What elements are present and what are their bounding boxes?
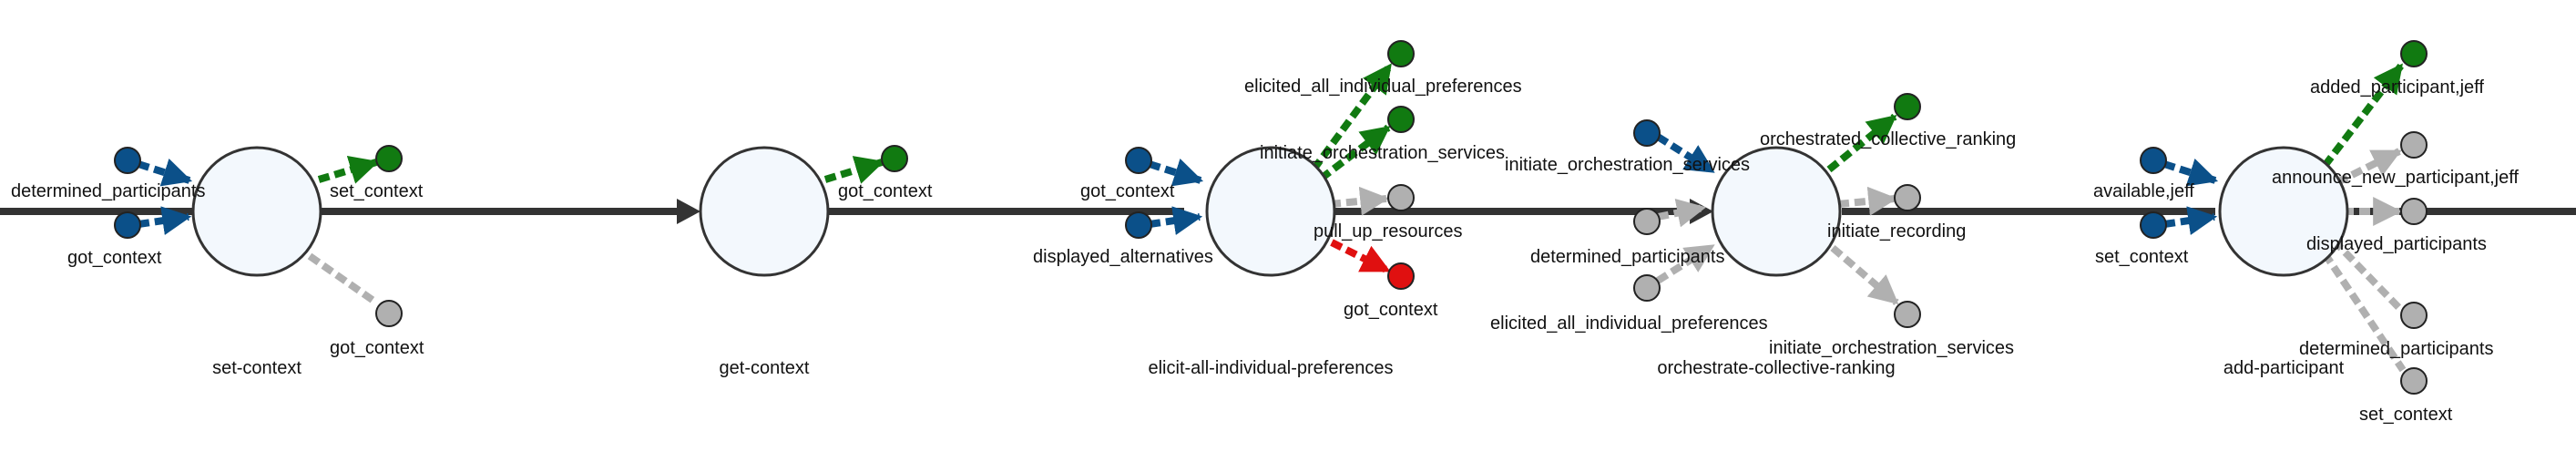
output-label: set_context xyxy=(2359,405,2453,425)
output-label: got_context xyxy=(330,338,424,358)
output-node-gray xyxy=(1894,184,1921,211)
output-node-gray xyxy=(2400,302,2428,329)
action-node xyxy=(191,146,322,277)
input-label: displayed_alternatives xyxy=(1033,247,1213,267)
output-edge xyxy=(1837,186,1898,216)
output-edge xyxy=(1826,113,1897,173)
output-node-green xyxy=(1387,106,1415,133)
output-edge xyxy=(1310,63,1394,172)
output-label: elicited_all_individual_preferences xyxy=(1244,77,1522,97)
input-node xyxy=(2140,147,2167,174)
output-node-red xyxy=(1387,262,1415,290)
output-edge xyxy=(307,252,379,306)
input-label: got_context xyxy=(1080,181,1175,201)
output-node-gray xyxy=(2400,367,2428,395)
output-label: initiate_orchestration_services xyxy=(1260,143,1505,163)
step-label: get-context xyxy=(720,358,810,378)
output-edge xyxy=(1318,124,1391,182)
input-node xyxy=(1125,147,1152,174)
input-node xyxy=(114,211,141,239)
step-label: add-participant xyxy=(2223,358,2345,378)
action-node xyxy=(699,146,830,277)
output-label: initiate_recording xyxy=(1827,221,1966,241)
output-label: pull_up_resources xyxy=(1314,221,1462,241)
timeline-arrowhead xyxy=(677,199,700,224)
output-label: got_context xyxy=(1344,300,1438,320)
step-label: orchestrate-collective-ranking xyxy=(1657,358,1895,378)
output-edge xyxy=(1329,186,1390,216)
output-edge xyxy=(2321,63,2405,169)
input-edge xyxy=(1655,133,1715,175)
step-orchestrate-collective-ranking: initiate_orchestration_services determin… xyxy=(1490,93,2016,378)
input-label: set_context xyxy=(2095,247,2189,267)
input-node xyxy=(1125,211,1152,239)
input-label: elicited_all_individual_preferences xyxy=(1490,313,1768,334)
step-get-context: got_context get-context xyxy=(699,145,933,378)
output-node-gray xyxy=(2400,198,2428,225)
input-node xyxy=(1633,208,1661,235)
output-label: added_participant,jeff xyxy=(2310,77,2484,98)
action-node xyxy=(1205,146,1336,277)
output-node-gray xyxy=(1387,184,1415,211)
input-label: got_context xyxy=(67,248,162,268)
action-node xyxy=(2218,146,2349,277)
output-edge xyxy=(2336,148,2402,186)
input-node xyxy=(2140,211,2167,239)
output-label: displayed_participants xyxy=(2306,234,2487,254)
step-elicit-all-individual-preferences: got_context displayed_alternatives elici… xyxy=(1033,40,1522,378)
input-edge xyxy=(1657,198,1707,228)
output-node-green xyxy=(881,145,908,172)
output-label: set_context xyxy=(330,181,424,201)
output-node-green xyxy=(375,145,403,172)
input-edge xyxy=(1149,206,1203,235)
step-label: elicit-all-individual-preferences xyxy=(1148,358,1393,378)
output-label: initiate_orchestration_services xyxy=(1769,338,2014,358)
output-label: got_context xyxy=(838,181,933,201)
input-edge xyxy=(2162,158,2219,187)
output-label: announce_new_participant,jeff xyxy=(2272,168,2519,188)
output-node-gray xyxy=(1894,301,1921,328)
output-edge xyxy=(317,155,380,184)
input-edge xyxy=(2163,206,2218,235)
step-add-participant: available,jeff set_context added_partici… xyxy=(2093,40,2519,425)
output-edge xyxy=(2321,251,2407,373)
input-edge xyxy=(1655,242,1715,284)
output-node-gray xyxy=(375,300,403,327)
input-label: determined_participants xyxy=(11,181,205,201)
output-label: determined_participants xyxy=(2299,339,2493,359)
output-node-green xyxy=(1387,40,1415,67)
step-set-context: determined_participants got_context set_… xyxy=(11,145,424,378)
step-label: set-context xyxy=(212,358,302,378)
output-edge xyxy=(823,156,885,184)
input-node xyxy=(114,147,141,174)
input-edge xyxy=(1148,158,1204,187)
input-edge xyxy=(138,206,192,235)
output-node-gray xyxy=(2400,131,2428,159)
input-label: initiate_orchestration_services xyxy=(1505,155,1750,175)
output-edge xyxy=(1330,239,1391,274)
output-node-green xyxy=(1894,93,1921,120)
input-label: available,jeff xyxy=(2093,181,2194,201)
input-node xyxy=(1633,119,1661,147)
input-label: determined_participants xyxy=(1530,247,1724,267)
input-edge xyxy=(137,158,193,187)
action-node xyxy=(1711,146,1842,277)
input-node xyxy=(1633,274,1661,302)
output-label: orchestrated_collective_ranking xyxy=(1760,129,2016,149)
output-edge xyxy=(1830,244,1899,306)
output-node-green xyxy=(2400,40,2428,67)
